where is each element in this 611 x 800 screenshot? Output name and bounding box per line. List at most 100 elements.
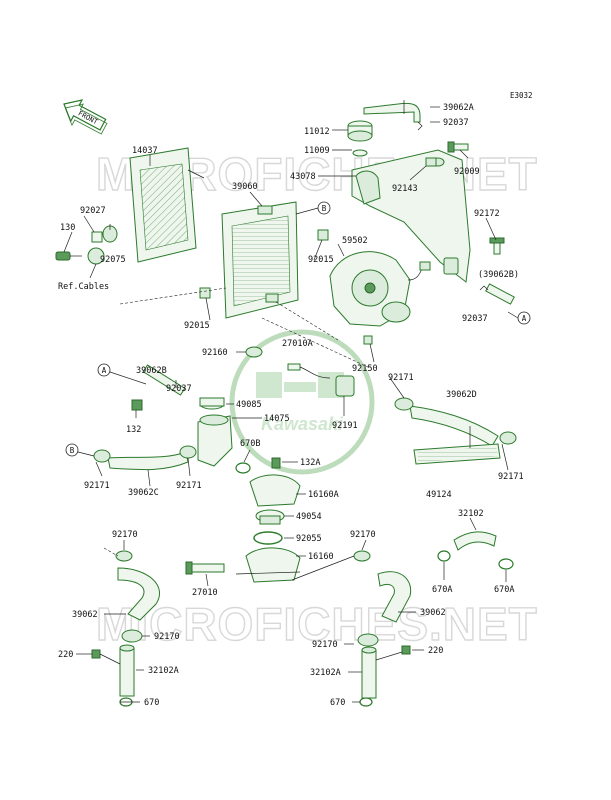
clip-92015-a [317,229,329,241]
clamp-92170-br [357,633,379,647]
ref-cables-label: Ref.Cables [58,282,109,292]
part-label-14037: 14037 [132,146,158,156]
filler-neck-14075 [197,414,233,467]
leader-lines [63,106,509,703]
part-label-14075: 14075 [264,414,290,424]
clip-92037-right [479,285,489,291]
o-ring-670A-left [437,550,451,562]
hose-49124 [413,443,501,465]
part-label-670-left: 670 [144,698,159,708]
thermostat-49054 [255,509,285,525]
housing-16160A [249,474,301,507]
fan-motor-59502 [329,251,431,327]
callout-A-left: A [97,363,147,385]
housing-16160 [245,547,301,583]
bolt-92172 [489,237,505,255]
part-label-92075: 92075 [100,255,126,265]
part-label-132A: 132A [300,458,320,468]
svg-text:B: B [322,204,327,213]
part-label-27010A: 27010A [282,339,313,349]
kawasaki-logo-text: Kawasaki [261,414,344,434]
part-label-92170-br: 92170 [312,640,338,650]
part-label-59502: 59502 [342,236,368,246]
switch-27010A [287,363,331,379]
part-label-27010: 27010 [192,588,218,598]
part-label-92171-c: 92171 [176,481,202,491]
clamp-92170-bl [121,629,143,643]
hose-39062B-left [142,364,186,396]
bolt-92009 [447,141,469,153]
part-label-39062C: 39062C [128,488,159,498]
part-label-92150: 92150 [352,364,378,374]
svg-text:A: A [102,366,107,375]
part-label-92015-b: 92015 [184,321,210,331]
part-label-49124: 49124 [426,490,452,500]
part-label-92037-left: 92037 [166,384,192,394]
part-label-92170-left: 92170 [112,530,138,540]
callout-B-top: B [295,201,331,215]
o-ring-670A-right [498,558,514,570]
part-label-39062A: 39062A [443,103,474,113]
part-label-92170-mid: 92170 [350,530,376,540]
cap-49085 [199,397,225,410]
radiator-39060 [221,201,299,319]
part-label-11012: 11012 [304,127,330,137]
callout-B-left: B [65,443,95,457]
hose-39062-left [117,567,160,621]
part-label-92055: 92055 [296,534,322,544]
part-label-39062-right: 39062 [420,608,446,618]
part-label-220-left: 220 [58,650,73,660]
part-label-92143: 92143 [392,184,418,194]
bolt-92143 [425,157,437,167]
part-label-92172: 92172 [474,209,500,219]
part-label-39062B-paren: (39062B) [478,270,519,280]
part-label-670B: 670B [240,439,260,449]
o-ring-670-right [359,697,373,707]
radiator-shroud-14037 [129,147,205,263]
part-label-92171-left: 92171 [84,481,110,491]
clamp-92171-mid [394,397,414,411]
hose-39062B-right [485,283,515,305]
part-label-39060: 39060 [232,182,258,192]
part-label-32102: 32102 [458,509,484,519]
o-ring-92055 [253,531,283,545]
hose-39062D [409,405,499,447]
part-label-92015-a: 92015 [308,255,334,265]
part-label-39062-left: 39062 [72,610,98,620]
clamp-92170-mid [353,550,371,562]
callout-A-right: A [507,311,531,325]
clamp-92171-right [499,431,517,445]
clip-92037-top [417,121,423,131]
part-label-16160: 16160 [308,552,334,562]
bolt-132 [131,399,143,411]
part-label-32102A-right: 32102A [310,668,341,678]
svg-text:B: B [70,446,75,455]
hose-39062-right [377,571,412,623]
hose-39062A [363,100,421,123]
part-label-92027: 92027 [80,206,106,216]
part-label-11009: 11009 [304,146,330,156]
part-label-92170-bl: 92170 [154,632,180,642]
svg-text:A: A [522,314,527,323]
pipe-32102 [453,531,497,551]
part-label-39062D: 39062D [446,390,477,400]
reservoir-tank [351,149,471,283]
part-label-16160A: 16160A [308,490,339,500]
grommet-92160 [245,346,263,358]
part-label-220-right: 220 [428,646,443,656]
relay-92191 [335,375,355,397]
part-label-670A-left: 670A [432,585,452,595]
part-label-49054: 49054 [296,512,322,522]
bolt-92150 [363,335,373,345]
part-label-49085: 49085 [236,400,262,410]
part-label-132: 132 [126,425,141,435]
watermark-text-bottom: MICROFICHES.NET [96,598,538,650]
diagram-code: E3032 [510,91,533,100]
part-label-92037-top: 92037 [443,118,469,128]
bolt-132A [271,457,281,469]
part-label-92037-right: 92037 [462,314,488,324]
part-label-92171-mid: 92171 [388,373,414,383]
clip-92015-b [199,287,211,299]
part-label-92171-right: 92171 [498,472,524,482]
